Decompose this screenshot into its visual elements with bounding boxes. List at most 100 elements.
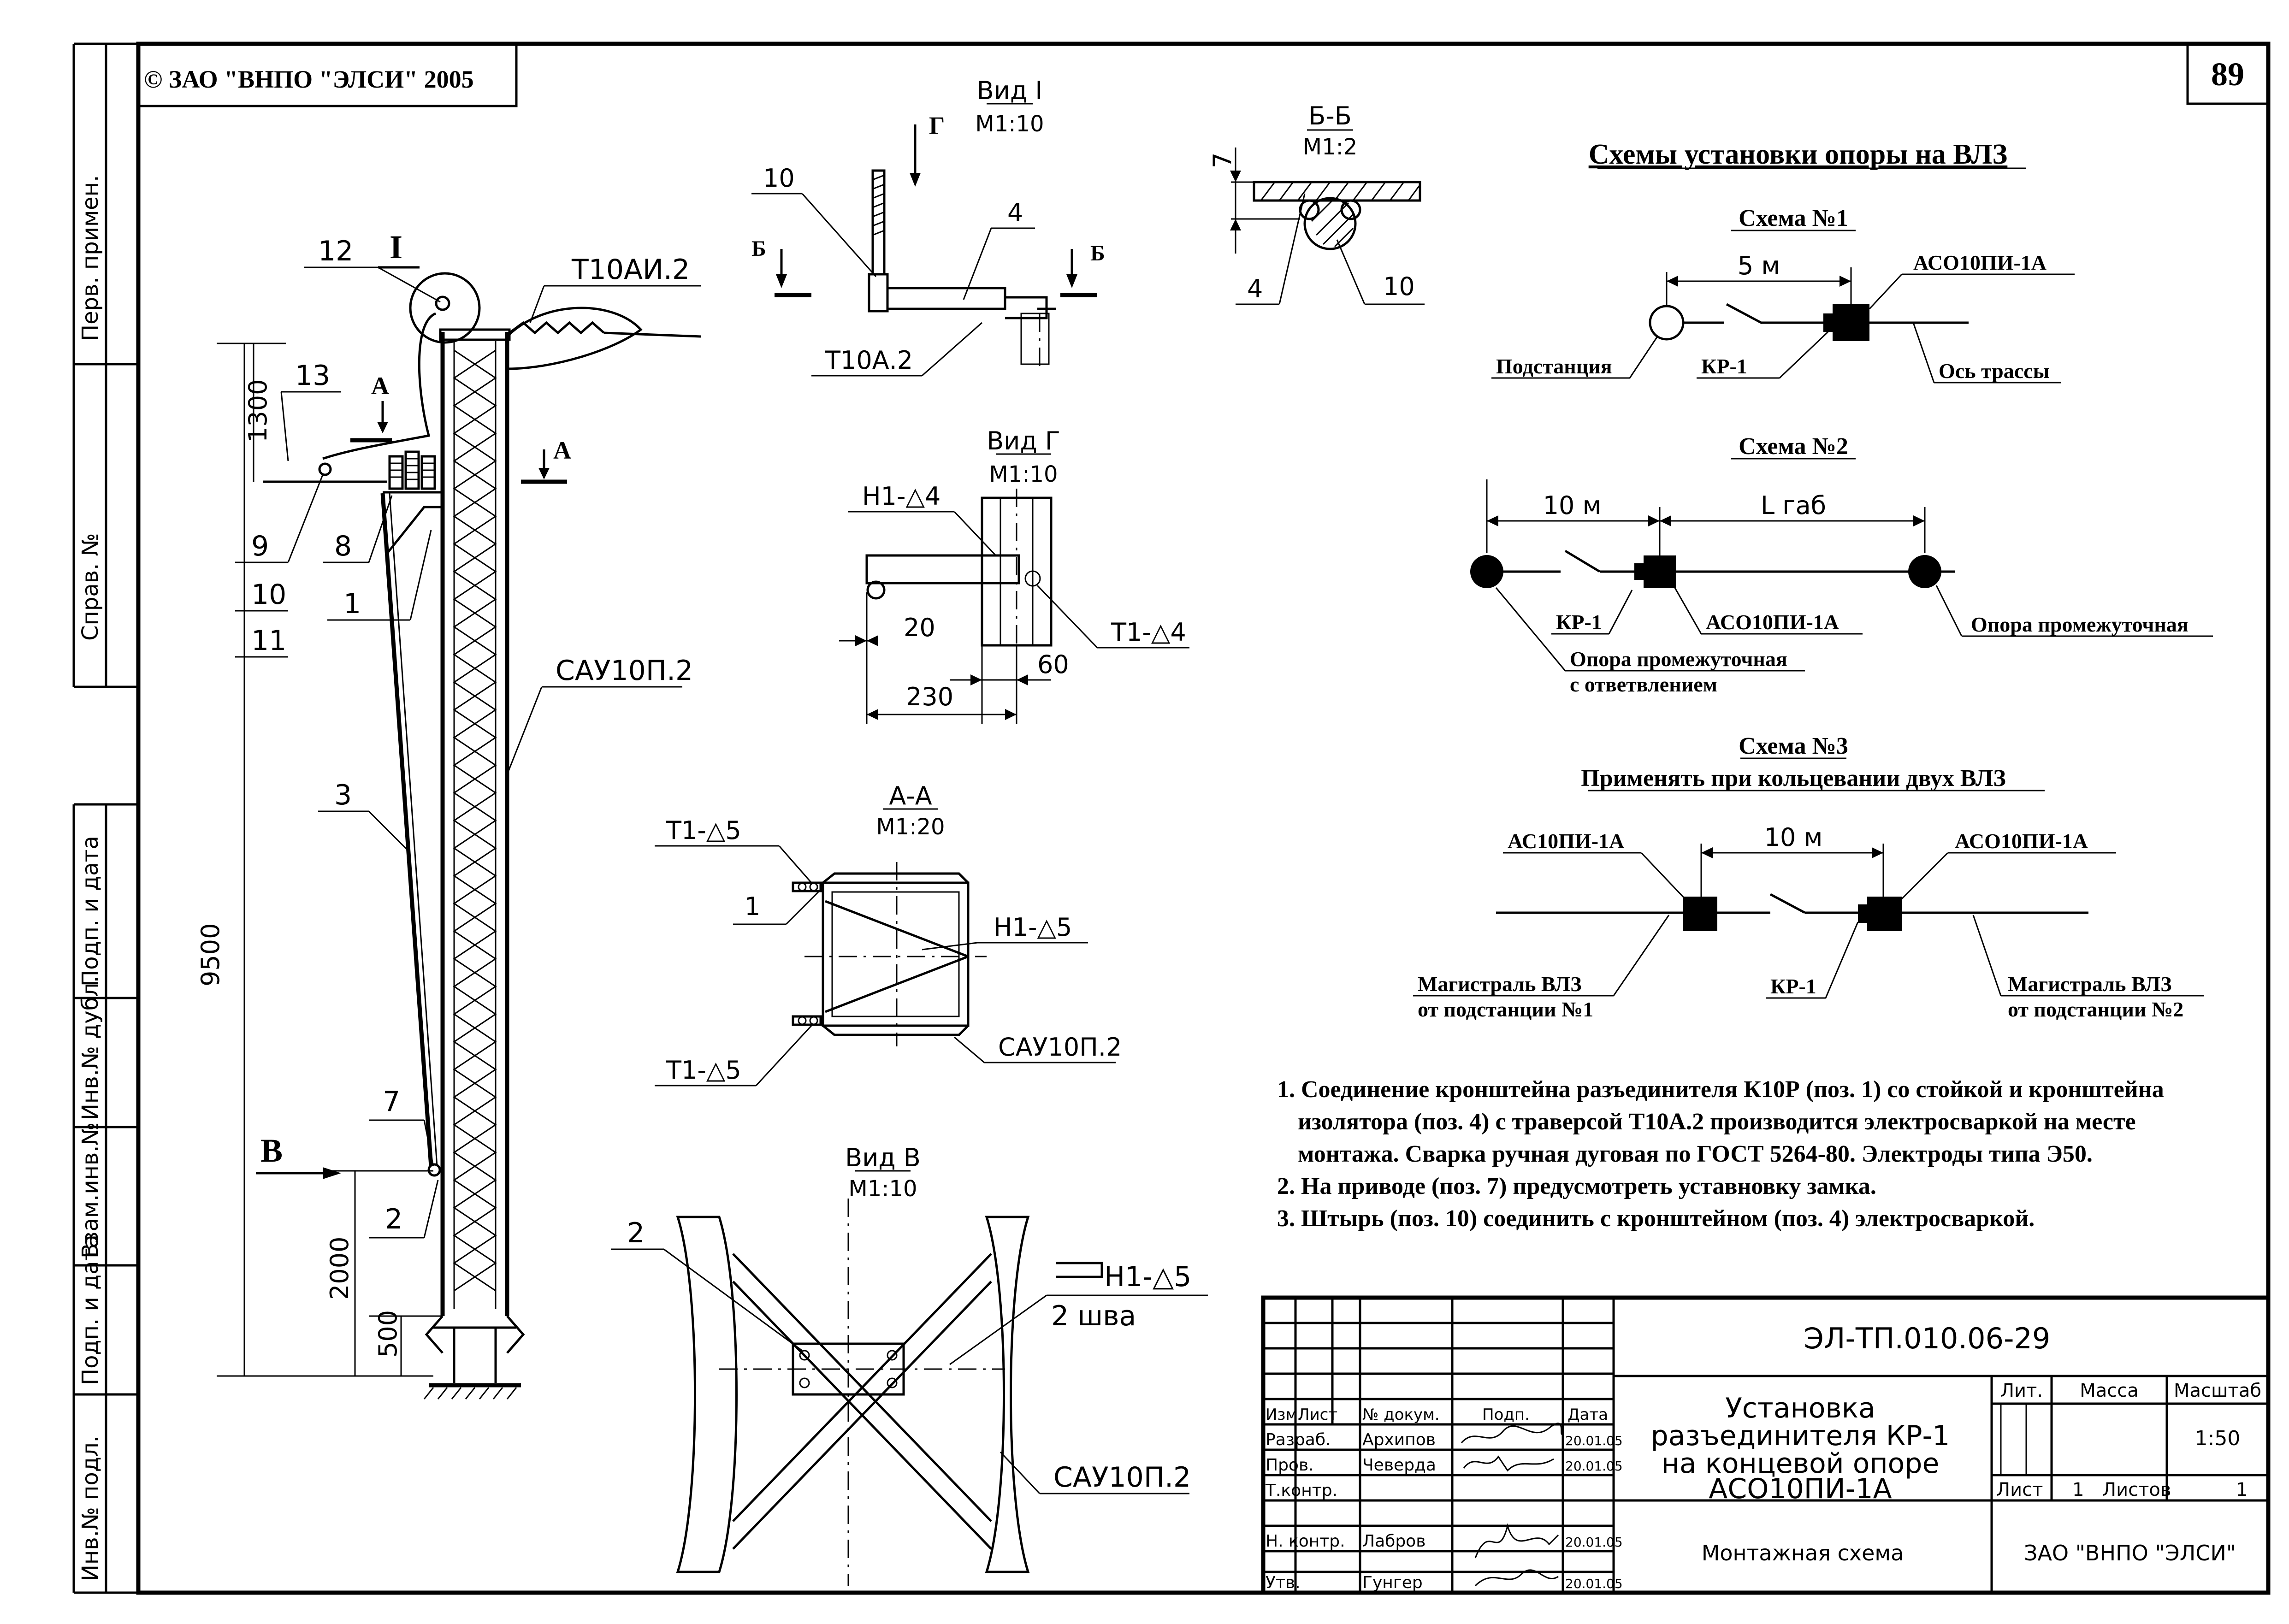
role-utv: Утв. <box>1266 1573 1301 1592</box>
scheme2-branch-label-2: с ответвлением <box>1570 673 1717 696</box>
scheme2-aco-label: АСО10ПИ-1А <box>1706 610 1839 634</box>
callout-2: 2 <box>385 1203 402 1235</box>
scheme3-aco-label: АСО10ПИ-1А <box>1955 829 2088 853</box>
title-block-list-label: Лист <box>1996 1479 2043 1500</box>
role-utv-date: 20.01.05 <box>1565 1576 1623 1591</box>
view-v-weld-note: 2 шва <box>1051 1300 1136 1332</box>
dim-9500: 9500 <box>196 923 225 986</box>
signature-utv <box>1474 1569 1559 1587</box>
view-I-scale: М1:10 <box>975 111 1044 137</box>
copyright: © ЗАО "ВНПО "ЭЛСИ" 2005 <box>144 65 474 93</box>
callout-t10ai2: Т10АИ.2 <box>571 254 690 286</box>
schemes-block: Схемы установки опоры на ВЛЗ Схема №1 5 … <box>1413 139 2213 1021</box>
note-1-line-3: монтажа. Сварка ручная дуговая по ГОСТ 5… <box>1298 1141 2093 1167</box>
title-block-listov-label: Листов <box>2102 1479 2171 1500</box>
view-v-callout-2: 2 <box>627 1217 645 1249</box>
hdr-ndok: № докум. <box>1362 1405 1440 1424</box>
note-1-line-2: изолятора (поз. 4) с траверсой Т10А.2 пр… <box>1298 1109 2136 1135</box>
section-aa-scale: М1:20 <box>876 814 945 840</box>
role-tkontr: Т.контр. <box>1265 1481 1337 1500</box>
scheme3-title: Схема №3 <box>1739 733 1848 759</box>
view-v-scale: М1:10 <box>848 1176 917 1202</box>
section-aa-callout-1: 1 <box>745 892 760 921</box>
section-bb-callout-4: 4 <box>1247 274 1263 303</box>
stamp-perv-primen: Перв. примен. <box>77 175 103 341</box>
view-g-dim-20: 20 <box>904 613 935 642</box>
dim-2000: 2000 <box>325 1237 354 1300</box>
role-prov-name: Чеверда <box>1362 1456 1436 1475</box>
title-block: ЭЛ-ТП.010.06-29 Установка разъединителя … <box>1261 1295 2271 1595</box>
sheet-frame <box>136 41 2271 1595</box>
pole-elevation: 1300 9500 2000 500 12 I Т10АИ.2 13 9 8 1… <box>196 229 701 1400</box>
signature-nkontr <box>1474 1523 1559 1559</box>
section-a-mark-right: А <box>553 437 571 464</box>
page-number: 89 <box>2211 56 2244 93</box>
callout-11: 11 <box>251 625 286 657</box>
view-marker-I: I <box>390 229 402 266</box>
role-utv-name: Гунгер <box>1362 1573 1423 1592</box>
dim-500: 500 <box>373 1310 402 1358</box>
section-bb-dim-7: 7 <box>1208 153 1237 168</box>
scheme1-substation-label: Подстанция <box>1496 354 1612 378</box>
stamp-podp-data-2: Подп. и дата <box>77 1234 103 1385</box>
section-aa-weld-bottom: Т1-△5 <box>666 1056 741 1085</box>
section-bb-title: Б-Б <box>1308 101 1352 130</box>
role-razrab-name: Архипов <box>1362 1430 1436 1449</box>
stamp-sprav: Справ. № <box>77 533 103 641</box>
callout-12: 12 <box>318 235 353 267</box>
view-g-title: Вид Г <box>987 426 1060 455</box>
view-b-marker: В <box>260 1132 283 1169</box>
section-bb-scale: М1:2 <box>1303 134 1358 160</box>
title-block-subtitle: Монтажная схема <box>1702 1541 1904 1565</box>
scheme3-main2-label-2: от подстанции №2 <box>2008 998 2183 1021</box>
scheme3-ac-label: АС10ПИ-1А <box>1508 829 1624 853</box>
section-a-mark-left: А <box>371 372 389 400</box>
section-aa-title: А-А <box>889 781 932 810</box>
callout-1: 1 <box>343 588 361 620</box>
title-block-line-1: Установка <box>1725 1392 1875 1424</box>
role-nkontr-name: Лабров <box>1362 1532 1425 1551</box>
section-aa-weld-right: Н1-△5 <box>994 913 1072 942</box>
role-prov-date: 20.01.05 <box>1565 1459 1623 1474</box>
signature-prov <box>1463 1455 1554 1472</box>
role-razrab-date: 20.01.05 <box>1565 1433 1623 1448</box>
title-block-code: ЭЛ-ТП.010.06-29 <box>1804 1322 2051 1355</box>
view-I-detail: Вид I М1:10 Г 10 4 Т10А.2 Б Б <box>751 76 1105 377</box>
section-aa-label: САУ10П.2 <box>998 1033 1122 1062</box>
view-g-dim-230: 230 <box>906 682 953 711</box>
scheme3-kr-label: КР-1 <box>1770 974 1816 998</box>
callout-3: 3 <box>334 779 352 811</box>
title-block-scale: 1:50 <box>2195 1427 2241 1450</box>
stamp-vzam-inv: Взам.инв.№ <box>77 1122 103 1258</box>
callout-13: 13 <box>295 360 330 392</box>
view-v-label: САУ10П.2 <box>1053 1461 1191 1494</box>
view-g-weld-top: Н1-△4 <box>862 482 940 511</box>
hdr-list: Лист <box>1298 1405 1337 1424</box>
callout-9: 9 <box>251 530 269 562</box>
scheme1-kr-label: КР-1 <box>1701 354 1747 378</box>
hdr-podp: Подп. <box>1482 1405 1530 1424</box>
note-1-line-1: 1. Соединение кронштейна разъединителя К… <box>1277 1076 2164 1103</box>
note-2: 2. На приводе (поз. 7) предусмотреть уст… <box>1277 1173 1876 1199</box>
role-prov: Пров. <box>1266 1456 1314 1475</box>
view-I-label-t10a2: Т10А.2 <box>825 346 913 375</box>
scheme2-intermediate-label: Опора промежуточная <box>1971 613 2188 636</box>
view-I-callout-10: 10 <box>763 164 795 193</box>
title-block-lit: Лит. <box>2000 1380 2043 1401</box>
title-block-line-2: разъединителя КР-1 <box>1651 1420 1950 1452</box>
role-razrab: Разраб. <box>1266 1430 1331 1449</box>
title-block-line-3: на концевой опоре <box>1662 1447 1940 1480</box>
view-g-scale: М1:10 <box>989 461 1058 487</box>
title-block-massa: Масса <box>2080 1380 2139 1401</box>
dim-1300: 1300 <box>243 379 272 443</box>
schemes-title: Схемы установки опоры на ВЛЗ <box>1589 139 2008 170</box>
view-I-title: Вид I <box>977 76 1043 105</box>
scheme1-axis-label: Ось трассы <box>1939 359 2050 383</box>
scheme3-subtitle: Применять при кольцевании двух ВЛЗ <box>1581 765 2006 791</box>
scheme3-dist-10m: 10 м <box>1764 823 1823 852</box>
view-I-section-b-left: Б <box>751 236 766 261</box>
stamp-inv-dubl: Инв.№ дубл. <box>77 976 103 1120</box>
hdr-data: Дата <box>1567 1405 1608 1424</box>
view-I-section-b-right: Б <box>1090 241 1105 266</box>
